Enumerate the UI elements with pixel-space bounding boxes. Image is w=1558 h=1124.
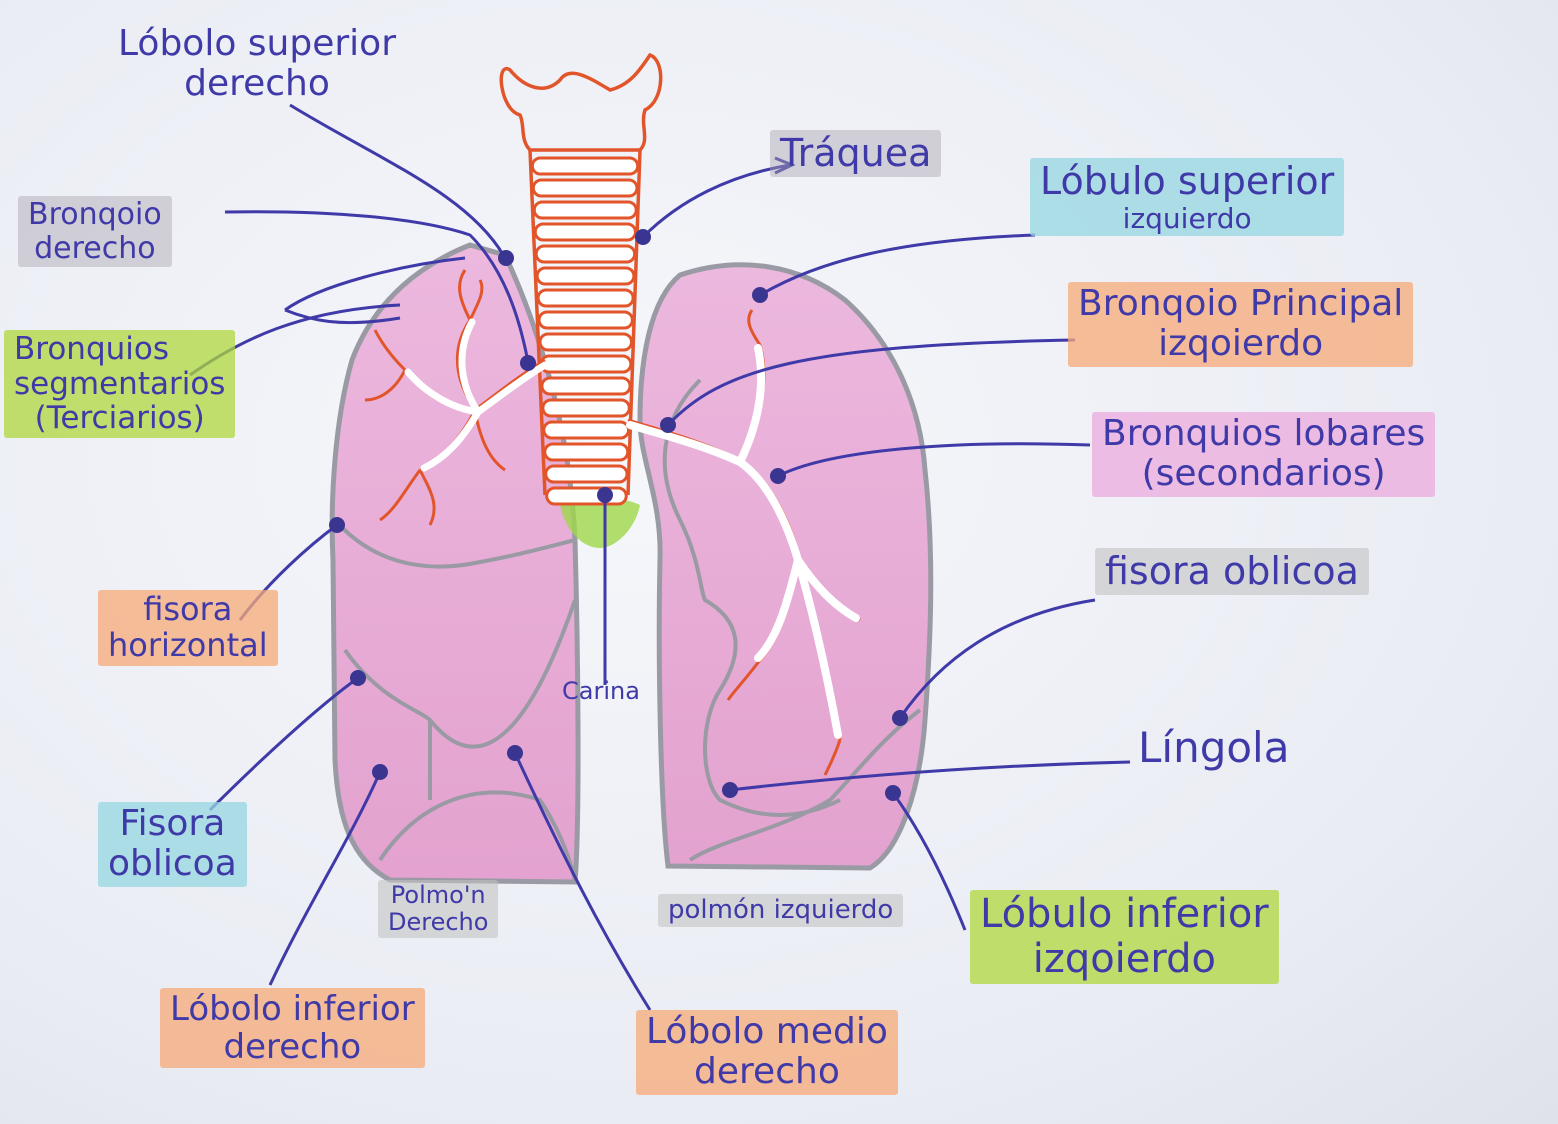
label-fisura-oblicua-derecha-line2: oblicoa [108, 844, 237, 884]
tracheal-ring [544, 422, 629, 438]
tracheal-ring [537, 268, 634, 284]
label-pulmon-derecho: Polmo'n Derecho [378, 880, 498, 938]
label-bronquio-derecho-line1: Bronqoio [28, 198, 162, 232]
label-fisura-horizontal-line1: fisora [108, 592, 268, 628]
tracheal-ring [539, 312, 632, 328]
dot-lingula [722, 782, 738, 798]
label-lobulo-superior-derecho: Lóbolo superior derecho [108, 22, 406, 107]
label-lobulo-inferior-derecho-line1: Lóbolo inferior [170, 990, 415, 1028]
tracheal-ring [534, 202, 636, 218]
dot-lobulo-inferior-derecho [372, 764, 388, 780]
label-bronquio-principal-izquierdo-line1: Bronqoio Principal [1078, 284, 1403, 324]
leader-traquea [643, 165, 790, 237]
label-bronquio-derecho-line2: derecho [28, 232, 162, 266]
label-bronquio-principal-izquierdo: Bronqoio Principal izqoierdo [1068, 282, 1413, 367]
dot-fisura-horizontal [329, 517, 345, 533]
tracheal-ring [542, 378, 630, 394]
tracheal-ring [536, 246, 634, 262]
dot-lobulo-superior-izquierdo [752, 287, 768, 303]
label-fisura-oblicua-derecha: Fisora oblicoa [98, 802, 247, 887]
tracheal-ring [545, 444, 628, 460]
dot-traquea [635, 229, 651, 245]
leader-lobulo-inferior-derecho [270, 772, 380, 985]
dot-lobulo-medio-derecho [507, 745, 523, 761]
tracheal-ring [546, 466, 627, 482]
label-carina-line1: Carina [562, 678, 640, 705]
label-fisura-oblicua-izquierda: fisora oblicoa [1095, 548, 1369, 595]
label-fisura-oblicua-derecha-line1: Fisora [108, 804, 237, 844]
label-lobulo-superior-derecho-line2: derecho [118, 64, 396, 104]
tracheal-ring [543, 400, 629, 416]
label-bronquio-principal-izquierdo-line2: izqoierdo [1078, 324, 1403, 364]
leader-lobulo-superior-derecho [290, 105, 505, 258]
tracheal-ring [535, 224, 635, 240]
dot-lobulo-inferior-izquierdo [885, 785, 901, 801]
label-bronquios-lobares-line2: (secondarios) [1102, 454, 1425, 494]
label-lingula-line1: Língola [1138, 724, 1289, 771]
dot-fisura-oblicua-derecha [350, 670, 366, 686]
dot-bronquio-derecho [520, 355, 536, 371]
label-pulmon-izquierdo: polmón izquierdo [658, 894, 903, 927]
label-lobulo-inferior-izquierdo: Lóbulo inferior izqoierdo [970, 890, 1279, 984]
tracheal-ring [538, 290, 633, 306]
label-lobulo-inferior-derecho: Lóbolo inferior derecho [160, 988, 425, 1068]
label-bronquios-segmentarios-line3: (Terciarios) [14, 401, 225, 436]
larynx-shape [501, 55, 660, 150]
left-lung-shape [640, 265, 931, 868]
label-carina: Carina [562, 678, 640, 705]
dot-lobulo-superior-derecho [498, 250, 514, 266]
label-fisura-oblicua-izquierda-line1: fisora oblicoa [1105, 550, 1359, 593]
label-lobulo-inferior-derecho-line2: derecho [170, 1028, 415, 1066]
label-bronquios-segmentarios-line1: Bronquios [14, 332, 225, 367]
tracheal-rings [532, 158, 637, 504]
label-traquea: Tráquea [770, 130, 941, 177]
label-lobulo-superior-derecho-line1: Lóbolo superior [118, 24, 396, 64]
tracheal-ring [540, 334, 632, 350]
label-bronquios-segmentarios: Bronquios segmentarios (Terciarios) [4, 330, 235, 438]
label-fisura-horizontal: fisora horizontal [98, 590, 278, 666]
label-lobulo-medio-derecho: Lóbolo medio derecho [636, 1010, 898, 1095]
dot-bronquios-lobares [770, 468, 786, 484]
label-bronquios-segmentarios-line2: segmentarios [14, 367, 225, 402]
tracheal-ring [532, 158, 637, 174]
tracheal-ring [541, 356, 631, 372]
label-lobulo-superior-izquierdo-line1: Lóbulo superior [1040, 160, 1334, 203]
label-lobulo-inferior-izquierdo-line2: izqoierdo [980, 937, 1269, 982]
label-pulmon-derecho-line2: Derecho [388, 909, 488, 936]
tracheal-ring [547, 488, 627, 504]
tracheal-ring [533, 180, 637, 196]
label-lobulo-superior-izquierdo-line2: izquierdo [1040, 203, 1334, 234]
label-lobulo-superior-izquierdo: Lóbulo superior izquierdo [1030, 158, 1344, 236]
label-bronquio-derecho: Bronqoio derecho [18, 196, 172, 267]
label-bronquios-lobares-line1: Bronquios lobares [1102, 414, 1425, 454]
label-bronquios-lobares: Bronquios lobares (secondarios) [1092, 412, 1435, 497]
label-lingula: Língola [1128, 722, 1299, 773]
dot-bronquio-principal-izquierdo [660, 417, 676, 433]
label-lobulo-medio-derecho-line2: derecho [646, 1052, 888, 1092]
label-lobulo-inferior-izquierdo-line1: Lóbulo inferior [980, 892, 1269, 937]
label-traquea-line1: Tráquea [780, 132, 931, 175]
dot-carina [597, 487, 613, 503]
label-fisura-horizontal-line2: horizontal [108, 628, 268, 664]
dot-fisura-oblicua-izquierda [892, 710, 908, 726]
label-pulmon-derecho-line1: Polmo'n [388, 882, 488, 909]
label-pulmon-izquierdo-line1: polmón izquierdo [668, 896, 893, 925]
label-lobulo-medio-derecho-line1: Lóbolo medio [646, 1012, 888, 1052]
